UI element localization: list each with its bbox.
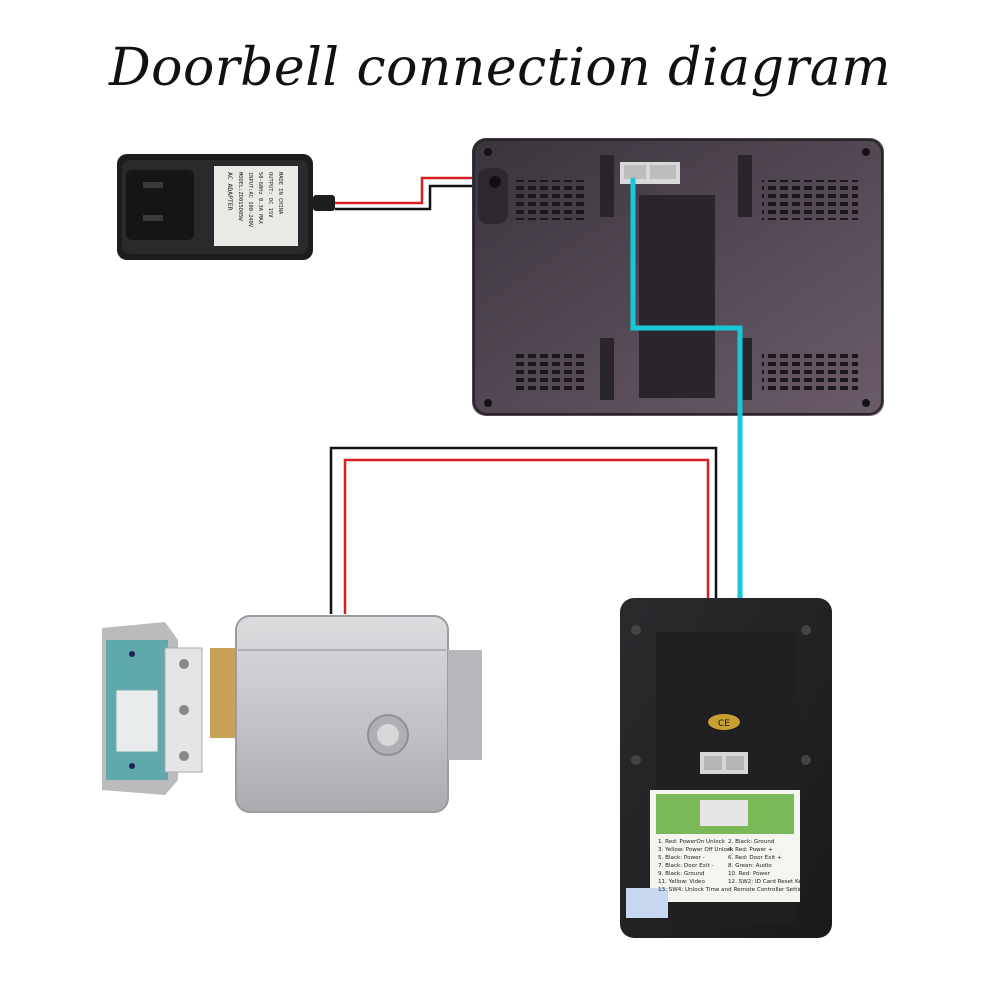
bus-wire-cyan — [630, 178, 743, 762]
adapter-line: MODEL:ZD015D05W — [237, 172, 243, 221]
adapter-label — [214, 166, 298, 246]
ce-badge-text: CE — [718, 719, 730, 729]
label-line: 5. Black: Power - — [658, 855, 705, 861]
screw-icon — [484, 399, 492, 407]
power-cable — [335, 176, 500, 211]
label-line: 12. SW2: ID Card Reset Key — [728, 879, 806, 885]
ce-badge — [708, 714, 740, 730]
screw-icon — [862, 399, 870, 407]
indoor-monitor — [472, 138, 884, 416]
screw-icon — [631, 625, 641, 635]
electric-lock — [210, 615, 482, 813]
label-line: 4. Red: Power + — [728, 847, 773, 853]
vent-grille — [762, 180, 858, 220]
label-line: 1. Red: PowerOn Unlock — [658, 839, 726, 845]
adapter-line: 50-60Hz 0.3A MAX — [257, 172, 263, 225]
label-line: 3. Yellow: Power Off Unlock — [658, 847, 734, 853]
label-line: 2. Black: Ground — [728, 839, 775, 845]
label-line: 6. Red: Door Exit + — [728, 855, 782, 861]
screw-icon — [801, 755, 811, 765]
plug-pin-top — [143, 182, 163, 188]
label-line: 10. Red: Power — [728, 871, 771, 877]
label-line: 7. Black: Door Exit - — [658, 863, 714, 869]
adapter-line: AC ADAPTER — [226, 172, 234, 211]
adapter-line: OUTPUT: DC 15V — [267, 172, 273, 218]
label-line: 9. Black: Ground — [658, 871, 705, 877]
screw-icon — [801, 625, 811, 635]
page-title: Doorbell connection diagram — [108, 38, 892, 98]
plug-pin-bottom — [143, 215, 163, 221]
adapter-line: MADE IN CHINA — [277, 172, 283, 215]
adapter-line: INPUT:AC 100-240V — [247, 172, 253, 228]
door-strike — [102, 622, 203, 795]
screw-icon — [631, 755, 641, 765]
ac-adapter: AC ADAPTER MODEL:ZD015D05W INPUT:AC 100-… — [117, 154, 335, 260]
vent-grille — [762, 352, 858, 392]
screw-icon — [862, 148, 870, 156]
cable-strain-relief — [313, 195, 335, 211]
label-line: 13. SW4: Unlock Time and Remote Controll… — [658, 887, 807, 893]
label-line: 8. Green: Audio — [728, 863, 772, 869]
wall-mount-slot — [639, 195, 715, 398]
label-line: 11. Yellow: Video — [658, 879, 706, 885]
outdoor-unit: CE 1. Red: PowerOn Unlock 2. Black: Grou… — [620, 598, 832, 938]
qc-sticker — [626, 888, 668, 918]
screw-icon — [484, 148, 492, 156]
vent-grille — [515, 352, 587, 392]
vent-grille — [515, 180, 587, 220]
